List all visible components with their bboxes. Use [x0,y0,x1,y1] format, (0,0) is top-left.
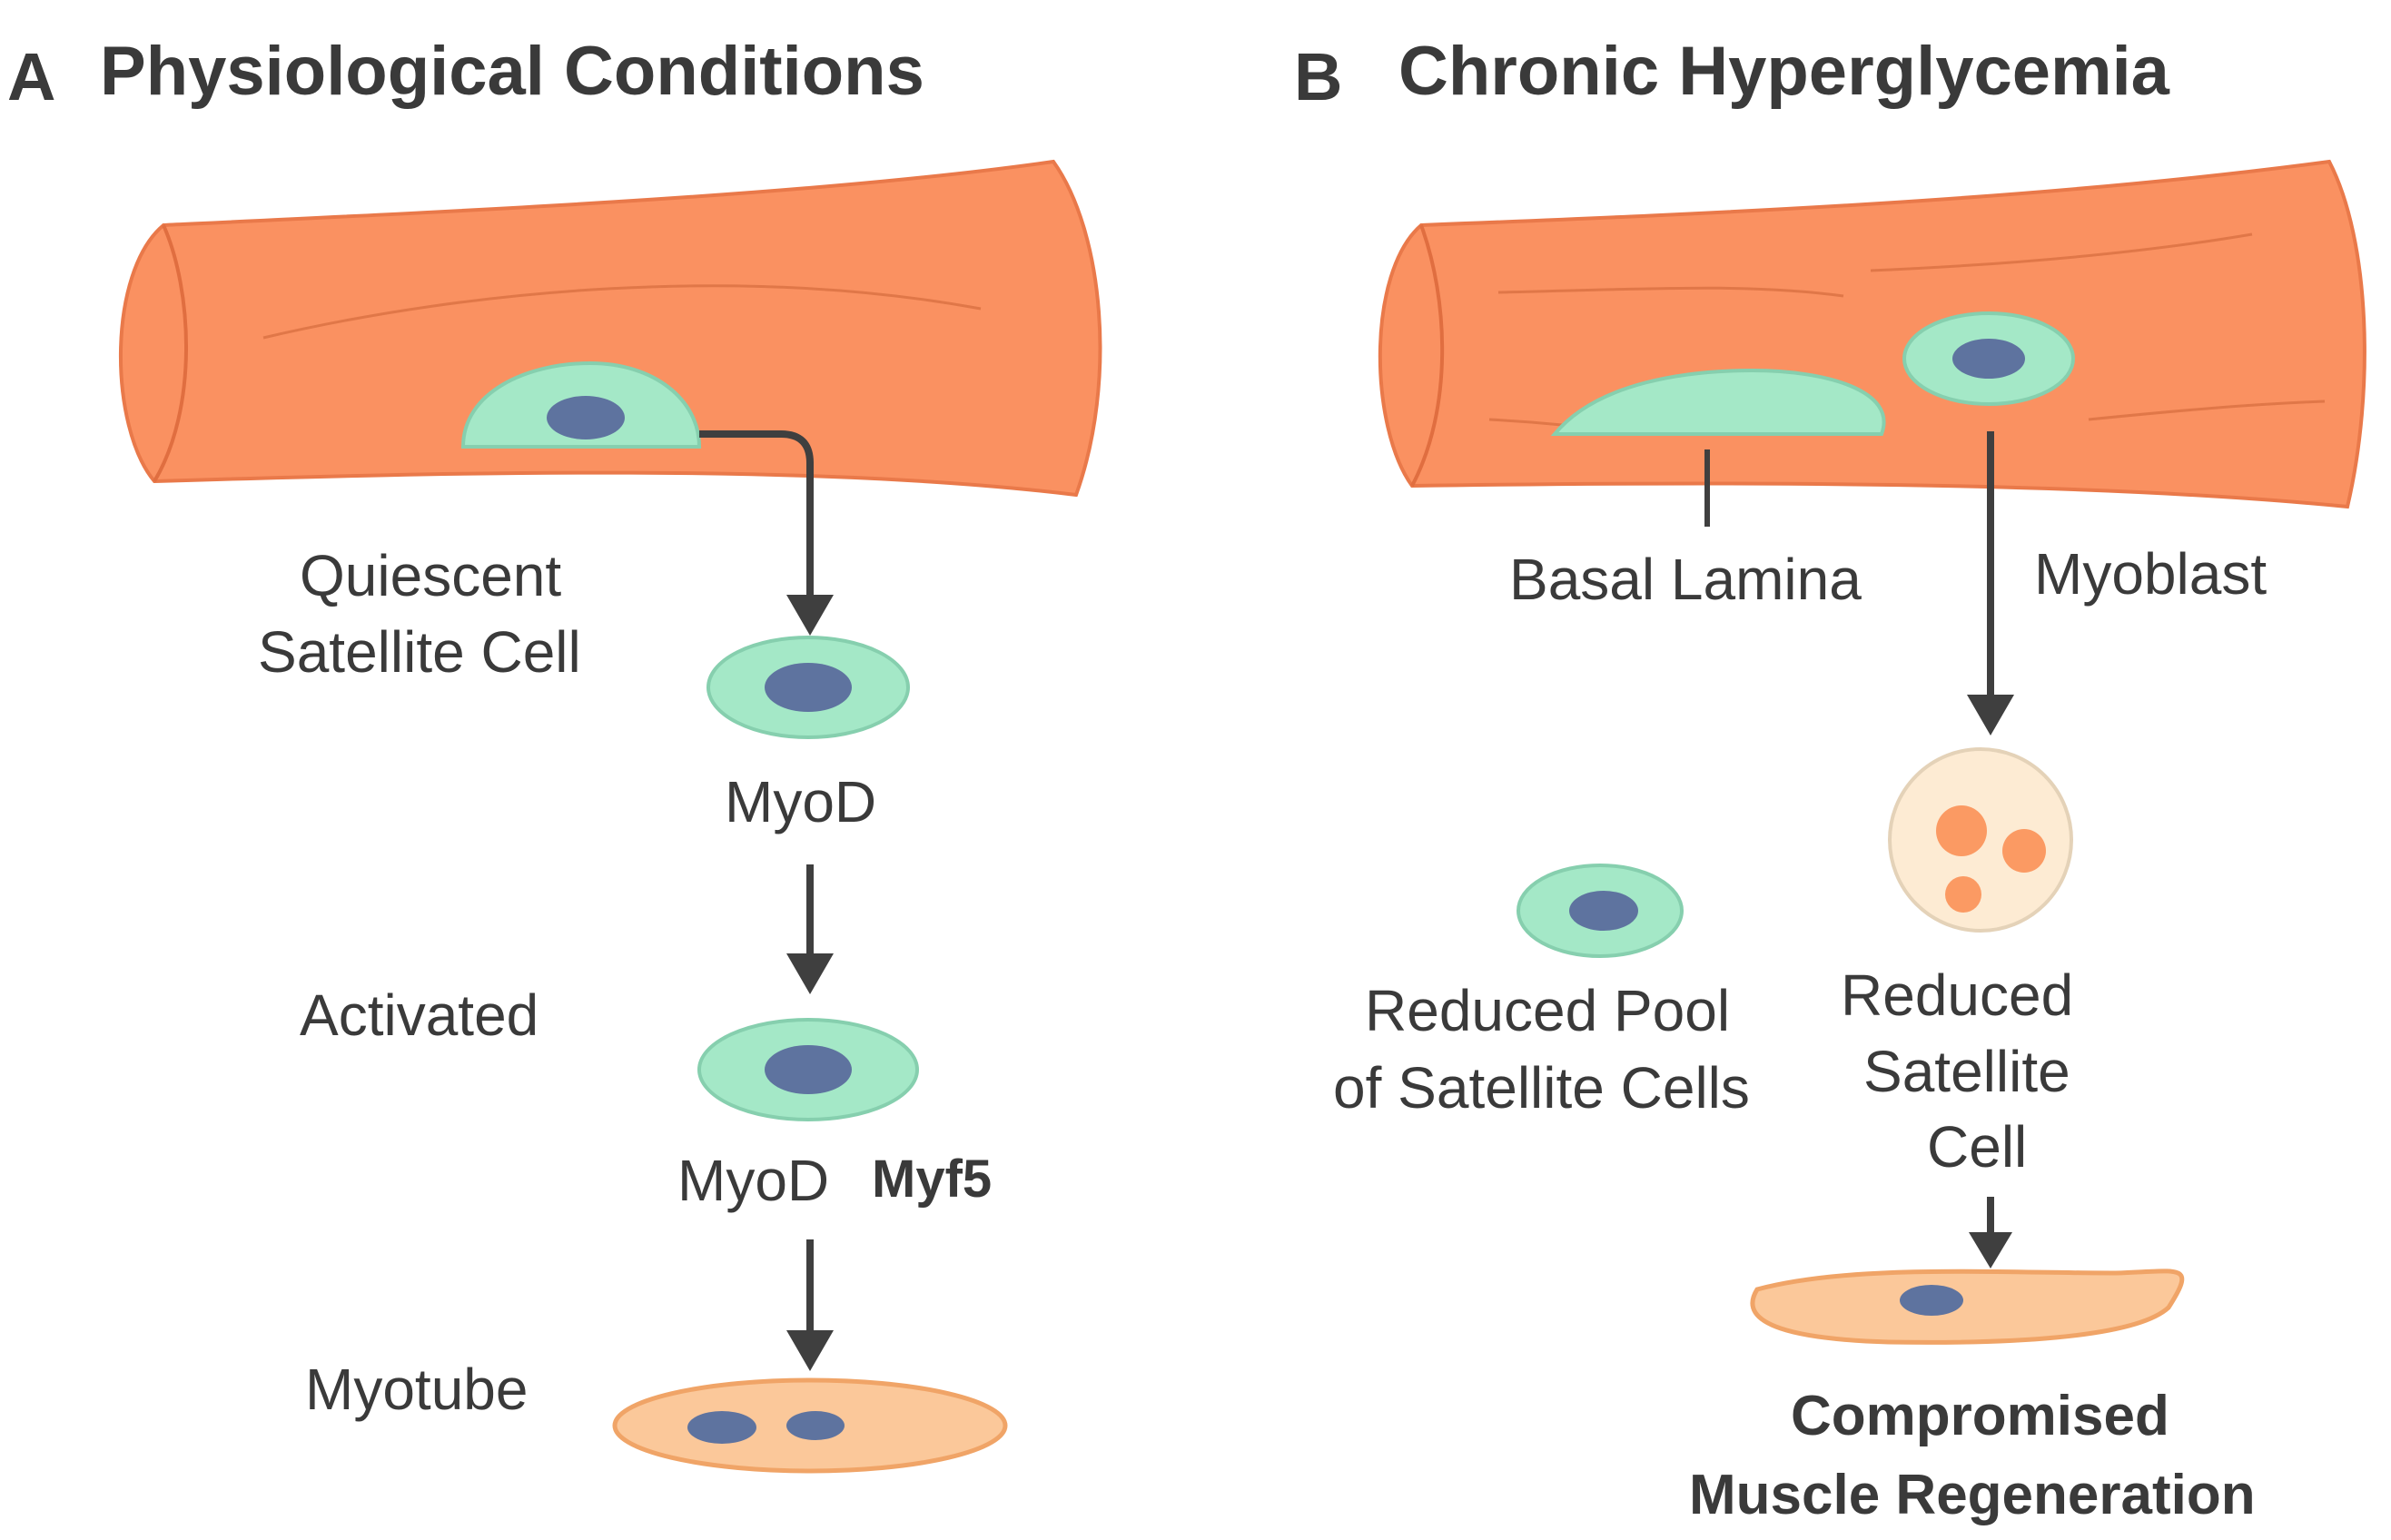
arrowhead-3 [786,1330,834,1371]
compromised-myotube-nucleus [1900,1285,1963,1316]
myotube-nucleus-1 [687,1411,756,1444]
muscle-fiber-a-striation [262,284,982,340]
reduced-pool-cell [1517,864,1684,958]
muscle-fiber-a [118,159,1102,498]
muscle-fiber-b-striation-4 [1488,418,1563,427]
reduced-cell-line1: Reduced [1841,962,2073,1028]
myod-cell [706,636,910,739]
arrowhead-4 [1967,695,2014,735]
myotube-label: Myotube [305,1357,528,1422]
compromised-myotube [1750,1269,2185,1345]
panel-b: B Chronic Hyperglycemia Basal Lamina Myo… [1294,33,2366,1526]
panel-b-letter: B [1294,39,1342,114]
arrowhead-2 [786,953,834,994]
myod-label-2: MyoD [677,1148,829,1213]
reduced-pool-line1: Reduced Pool [1365,978,1730,1043]
muscle-fiber-b-striation-3 [2088,400,2326,421]
quiescent-satellite-cell [460,360,702,449]
muscle-fiber-a-end [153,224,188,483]
muscle-fiber-b-body [1378,159,2366,509]
quiescent-label-line2: Satellite Cell [258,619,581,685]
myoblast-cell-nucleus [1952,339,2025,379]
reduced-satellite-dot-2 [2002,829,2046,873]
muscle-fiber-b-striation-2 [1870,232,2253,272]
panel-a-title: Physiological Conditions [100,33,924,110]
basal-lamina-label: Basal Lamina [1509,547,1862,612]
quiescent-label-line1: Quiescent [300,543,561,608]
reduced-cell-line2: Satellite [1863,1039,2070,1104]
panel-a: A Physiological Conditions Quiescent Sat… [7,33,1102,1474]
reduced-pool-cell-nucleus [1569,891,1638,931]
quiescent-cell-nucleus [547,396,625,439]
myod-label: MyoD [725,769,876,834]
muscle-fiber-b-striation-1 [1497,286,1844,298]
reduced-satellite-cell [1888,747,2073,933]
muscle-fiber-b-end [1410,224,1445,487]
myoblast-cell [1902,311,2075,406]
muscle-fiber-b [1378,159,2366,509]
myotube [612,1377,1008,1474]
arrowhead-5 [1969,1232,2012,1269]
compromised-line1: Compromised [1791,1385,2169,1447]
myf5-label: Myf5 [872,1150,992,1209]
myoblast-label: Myoblast [2034,541,2267,607]
muscle-fiber-a-body [118,159,1102,498]
compromised-myotube-body [1750,1269,2185,1345]
reduced-satellite-dot-3 [1945,876,1981,913]
activated-label: Activated [300,982,538,1048]
reduced-satellite-dot-1 [1936,805,1987,856]
arrowhead-1 [786,595,834,636]
myod-cell-nucleus [765,663,852,712]
reduced-cell-line3: Cell [1927,1114,2027,1180]
basal-lamina-shape [1550,368,1886,436]
activated-cell [697,1018,919,1121]
compromised-line2: Muscle Regeneration [1689,1464,2256,1526]
panel-b-title: Chronic Hyperglycemia [1398,33,2170,110]
myotube-nucleus-2 [786,1411,845,1440]
reduced-pool-line2: of Satellite Cells [1333,1055,1750,1120]
activated-cell-nucleus [765,1045,852,1094]
panel-a-letter: A [7,39,55,114]
arrow-quiescent-to-myod [699,430,814,599]
